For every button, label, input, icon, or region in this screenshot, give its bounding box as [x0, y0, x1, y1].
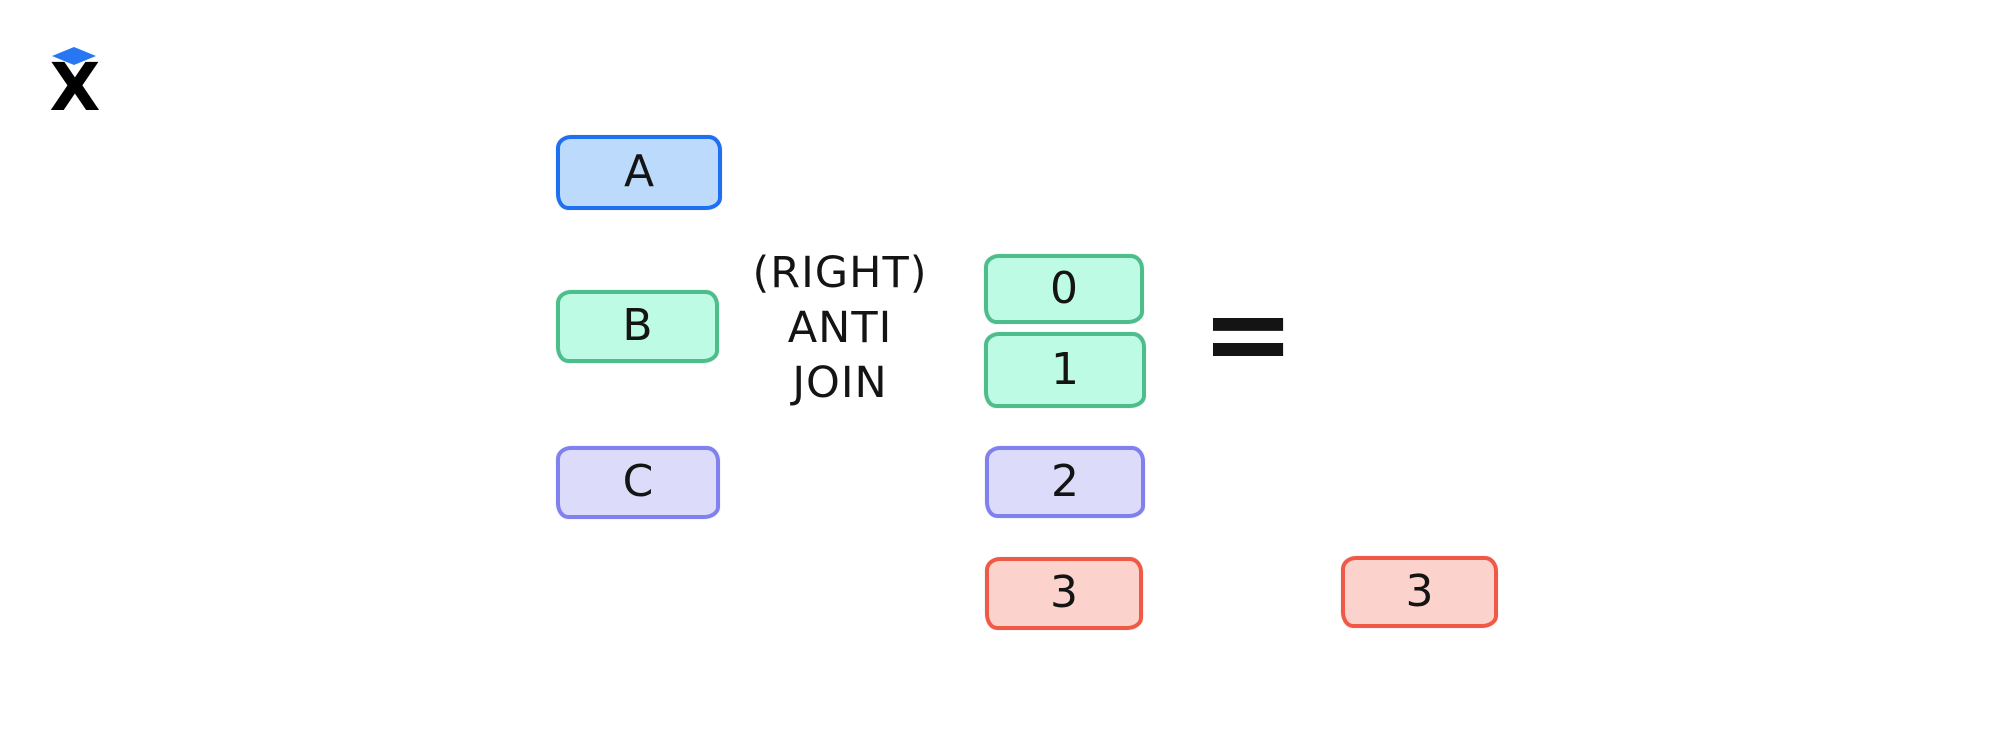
join-operation-line-1: (RIGHT) [752, 248, 928, 298]
left-table-row-b-label: B [622, 300, 653, 351]
logo-diamond-shape [52, 47, 96, 65]
join-operation-line-2: ANTI [787, 303, 893, 353]
right-table-row-3: 3 [985, 557, 1143, 630]
join-operation-line-3: JOIN [792, 358, 888, 408]
right-table-row-2-label: 2 [1051, 455, 1079, 507]
result-table-row-3: 3 [1341, 556, 1498, 628]
right-table-row-3-label: 3 [1050, 567, 1078, 618]
left-table-row-c-label: C [622, 456, 654, 507]
left-table-row-b: B [556, 290, 719, 363]
right-table-row-0-label: 0 [1050, 262, 1078, 314]
equals-sign: = [1196, 269, 1300, 399]
logo-diamond-icon [52, 47, 96, 65]
right-table-row-1: 1 [984, 332, 1146, 408]
right-table-row-0: 0 [984, 254, 1144, 324]
right-table-row-1-label: 1 [1051, 343, 1079, 395]
equals-symbol: = [1201, 269, 1295, 399]
brand-logo: X [48, 46, 101, 126]
logo-letter: X [49, 49, 101, 126]
right-table-row-2: 2 [985, 446, 1145, 518]
join-operation-label: (RIGHT) ANTI JOIN [728, 246, 952, 411]
left-table-row-a: A [556, 135, 722, 210]
left-table-row-c: C [556, 446, 720, 519]
result-table-row-3-label: 3 [1405, 565, 1434, 617]
left-table-row-a-label: A [623, 146, 655, 197]
